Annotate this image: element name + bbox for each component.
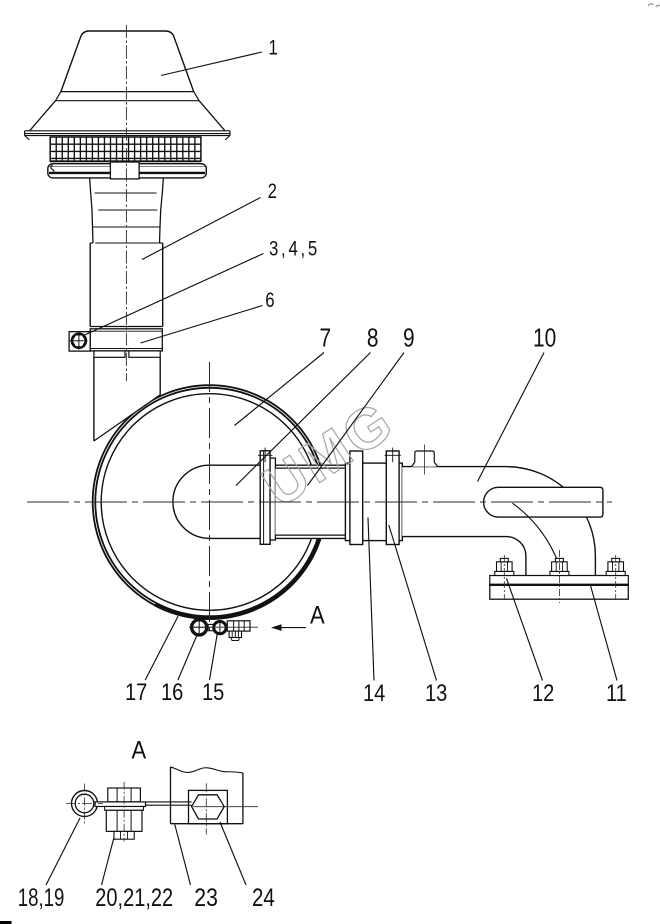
svg-text:11: 11 — [606, 679, 627, 706]
svg-text:A: A — [132, 736, 147, 764]
svg-text:12: 12 — [532, 679, 554, 706]
svg-text:18,19: 18,19 — [18, 883, 65, 911]
svg-text:9: 9 — [403, 324, 415, 352]
svg-text:17: 17 — [125, 678, 147, 705]
svg-text:24: 24 — [252, 883, 275, 911]
svg-text:20,21,22: 20,21,22 — [95, 884, 173, 912]
svg-text:10: 10 — [533, 324, 556, 352]
svg-text:13: 13 — [425, 679, 447, 706]
svg-text:23: 23 — [194, 883, 218, 911]
svg-text:8: 8 — [367, 324, 379, 352]
svg-text:3,4,5: 3,4,5 — [269, 238, 320, 261]
svg-text:A: A — [310, 601, 325, 629]
svg-text:1: 1 — [269, 37, 280, 60]
svg-text:6: 6 — [265, 289, 276, 312]
svg-text:2: 2 — [268, 181, 279, 204]
svg-text:15: 15 — [202, 678, 224, 705]
svg-text:16: 16 — [161, 678, 183, 705]
svg-text:7: 7 — [320, 324, 332, 352]
svg-text:14: 14 — [363, 679, 385, 706]
